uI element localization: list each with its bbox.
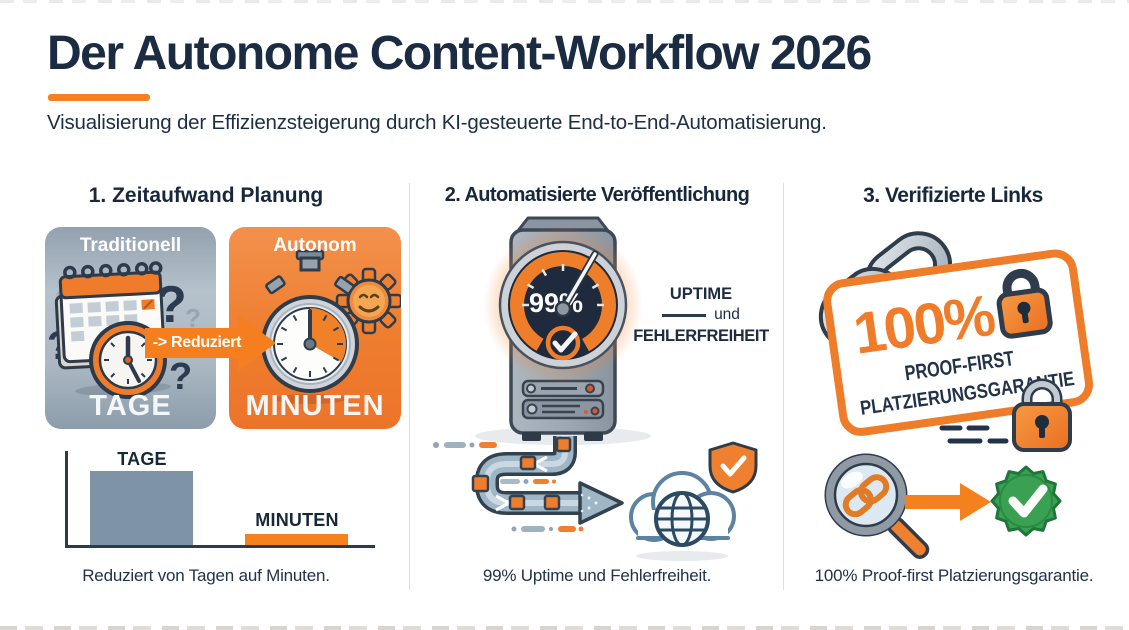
title-accent-underline (48, 94, 150, 101)
panel-divider-1 (409, 183, 410, 590)
gear-smiley-icon (335, 267, 401, 335)
traditional-card-label: Traditionell (79, 235, 182, 256)
shield-check-icon (708, 441, 758, 494)
orange-arrow-icon (905, 483, 991, 521)
pipeline-arrow-icon (471, 436, 624, 525)
svg-text:?: ? (185, 303, 201, 333)
calendar-clock-icon: ? ? ? ? ? (47, 261, 201, 399)
traditional-card-value: TAGE (89, 390, 172, 422)
uptime-line2: und (714, 306, 740, 324)
panel-divider-2 (783, 183, 784, 590)
panel-3-caption: 100% Proof-first Platzierungsgarantie. (814, 566, 1094, 585)
panel-1-heading: 1. Zeitaufwand Planung (88, 184, 324, 207)
gauge-icon: 99% (498, 240, 628, 370)
bar-label-minuten: MINUTEN (255, 510, 339, 530)
traditional-card: ? ? ? ? ? (45, 227, 216, 429)
panel-2-heading: 2. Automatisierte Veröffentlichung (444, 184, 750, 206)
dash-line (662, 314, 707, 317)
reduziert-arrow-icon: -> Reduziert (145, 315, 277, 371)
speed-dashes-icon (939, 425, 1009, 444)
page-subtitle: Visualisierung der Effizienzsteigerung d… (47, 111, 827, 134)
uptime-text-block: UPTIME und FEHLERFREIHEIT (622, 284, 780, 347)
panel-3-heading: 3. Verifizierte Links (863, 184, 1043, 207)
reduziert-arrow-text: -> Reduziert (152, 334, 242, 351)
magnifier-link-icon (824, 453, 930, 559)
uptime-line3: FEHLERFREIHEIT (633, 326, 769, 345)
autonomous-card-label: Autonom (273, 235, 357, 256)
verified-check-badge-icon (990, 465, 1062, 537)
bar-tage (90, 471, 193, 545)
guarantee-badge: 100% PROOF-FIRST PLATZIERUNGSGARANTIE (823, 249, 1094, 436)
comparison-cards: ? ? ? ? ? (45, 227, 401, 429)
cropped-text-artifact-bottom (0, 626, 1129, 630)
time-comparison-chart: TAGE MINUTEN (45, 448, 377, 550)
chart-x-axis (65, 545, 375, 548)
server-pipeline-illustration: 99% (433, 216, 758, 561)
bar-minuten (245, 534, 348, 545)
verified-links-illustration: 100% PROOF-FIRST PLATZIERUNGSGARANTIE (818, 231, 1094, 559)
chart-y-axis (65, 451, 68, 548)
gauge-check-icon (545, 325, 581, 361)
cloud-globe-icon (629, 471, 736, 561)
bar-label-tage: TAGE (117, 449, 167, 469)
lock-icon-bottom (1012, 378, 1072, 452)
page-title: Der Autonome Content-Workflow 2026 (47, 27, 872, 80)
panel-1-caption: Reduziert von Tagen auf Minuten. (82, 566, 330, 585)
autonomous-card-value: MINUTEN (245, 390, 385, 422)
data-dashes-icon (433, 442, 584, 532)
lock-icon-top (996, 268, 1053, 339)
svg-text:?: ? (169, 356, 192, 398)
panel-2-caption: 99% Uptime und Fehlerfreiheit. (482, 566, 712, 585)
cropped-text-artifact-top (0, 0, 1129, 3)
uptime-line1: UPTIME (669, 285, 733, 303)
